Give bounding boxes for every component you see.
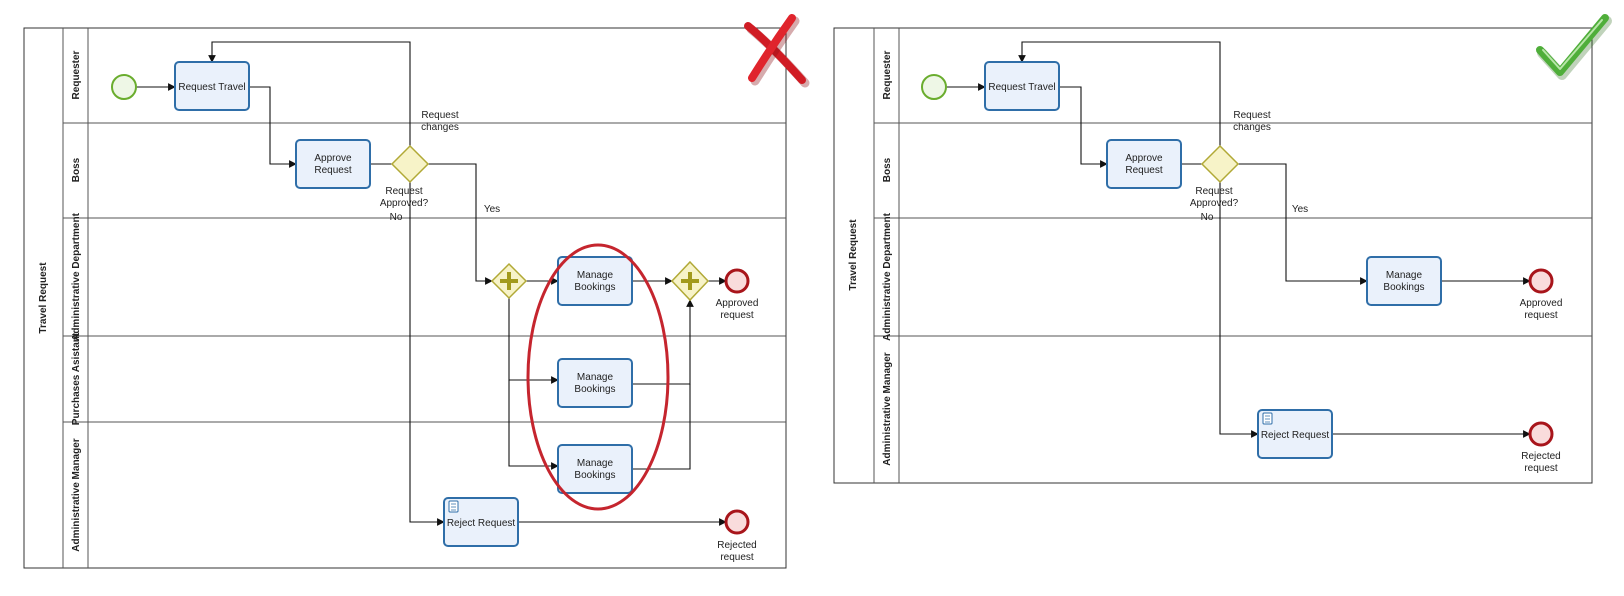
left-task-approve bbox=[295, 139, 371, 189]
right-label-request-changes-2: changes bbox=[1233, 122, 1271, 133]
left-end-approved bbox=[724, 268, 750, 294]
right-task-request-travel bbox=[984, 61, 1060, 111]
left-diagram: Travel Request Requester Boss Administra… bbox=[23, 14, 810, 569]
left-label-approved-end-2: request bbox=[720, 310, 754, 321]
cross-mark-icon bbox=[744, 14, 810, 88]
right-label-approved-end-1: Approved bbox=[1520, 298, 1563, 309]
right-lane-admin-manager: Administrative Manager bbox=[882, 352, 893, 465]
left-gateway-approved bbox=[390, 144, 430, 184]
right-start-event bbox=[921, 74, 947, 100]
left-task-reject bbox=[443, 497, 519, 547]
right-lane-requester: Requester bbox=[882, 50, 893, 99]
left-label-no: No bbox=[390, 212, 403, 223]
left-lane-purchases: Purchases Asistant bbox=[71, 332, 82, 425]
left-task-manage-bookings-1 bbox=[557, 256, 633, 306]
right-task-approve bbox=[1106, 139, 1182, 189]
right-label-approved-q-1: Request bbox=[1195, 186, 1232, 197]
right-end-rejected bbox=[1528, 421, 1554, 447]
right-task-manage-bookings bbox=[1366, 256, 1442, 306]
left-task-approve-label-1: Approve bbox=[314, 153, 352, 164]
left-label-approved-end-1: Approved bbox=[716, 298, 759, 309]
left-task-manage-2-label-1: Manage bbox=[577, 372, 614, 383]
right-diagram: Travel Request Requester Boss Administra… bbox=[833, 14, 1612, 484]
left-label-rejected-end-1: Rejected bbox=[717, 540, 756, 551]
right-task-reject-label: Reject Request bbox=[1261, 430, 1330, 441]
right-task-reject bbox=[1257, 409, 1333, 459]
left-label-rejected-end-2: request bbox=[720, 552, 754, 563]
left-start-event bbox=[111, 74, 137, 100]
left-label-yes: Yes bbox=[484, 204, 500, 215]
left-task-request-travel-label: Request Travel bbox=[178, 82, 245, 93]
left-end-rejected bbox=[724, 509, 750, 535]
left-task-manage-3-label-1: Manage bbox=[577, 458, 614, 469]
right-task-request-travel-label: Request Travel bbox=[988, 82, 1055, 93]
left-task-reject-label: Reject Request bbox=[447, 518, 516, 529]
right-label-rejected-end-2: request bbox=[1524, 463, 1558, 474]
left-task-manage-2-label-2: Bookings bbox=[574, 384, 615, 395]
script-icon bbox=[448, 500, 459, 513]
right-label-request-changes-1: Request bbox=[1233, 110, 1270, 121]
left-label-request-changes-2: changes bbox=[421, 122, 459, 133]
left-pool bbox=[23, 27, 787, 569]
left-label-approved-q-2: Approved? bbox=[380, 198, 429, 209]
right-task-manage-label-1: Manage bbox=[1386, 270, 1423, 281]
left-task-manage-3-label-2: Bookings bbox=[574, 470, 615, 481]
right-label-yes: Yes bbox=[1292, 204, 1308, 215]
right-label-rejected-end-1: Rejected bbox=[1521, 451, 1560, 462]
left-task-manage-1-label-2: Bookings bbox=[574, 282, 615, 293]
left-task-manage-bookings-3 bbox=[557, 444, 633, 494]
right-label-approved-q-2: Approved? bbox=[1190, 198, 1239, 209]
script-icon bbox=[1262, 412, 1273, 425]
left-lane-requester: Requester bbox=[71, 50, 82, 99]
check-mark-icon bbox=[1536, 14, 1612, 80]
left-lane-boss: Boss bbox=[71, 157, 82, 182]
right-task-manage-label-2: Bookings bbox=[1383, 282, 1424, 293]
right-lane-admin-dept: Administrative Department bbox=[882, 212, 893, 340]
left-lane-admin-dept: Administrative Department bbox=[71, 212, 82, 340]
right-task-approve-label-2: Request bbox=[1125, 165, 1162, 176]
highlight-ellipse bbox=[526, 243, 670, 511]
right-lane-boss: Boss bbox=[882, 157, 893, 182]
left-task-request-travel bbox=[174, 61, 250, 111]
left-lane-admin-manager: Administrative Manager bbox=[71, 438, 82, 551]
right-task-approve-label-1: Approve bbox=[1125, 153, 1163, 164]
left-pool-label: Travel Request bbox=[38, 262, 49, 334]
right-pool bbox=[833, 27, 1593, 484]
right-end-approved bbox=[1528, 268, 1554, 294]
right-gateway-approved bbox=[1200, 144, 1240, 184]
left-label-approved-q-1: Request bbox=[385, 186, 422, 197]
left-label-request-changes-1: Request bbox=[421, 110, 458, 121]
left-task-approve-label-2: Request bbox=[314, 165, 351, 176]
right-label-approved-end-2: request bbox=[1524, 310, 1558, 321]
right-pool-label: Travel Request bbox=[848, 219, 859, 291]
right-label-no: No bbox=[1201, 212, 1214, 223]
left-task-manage-bookings-2 bbox=[557, 358, 633, 408]
left-task-manage-1-label-1: Manage bbox=[577, 270, 614, 281]
